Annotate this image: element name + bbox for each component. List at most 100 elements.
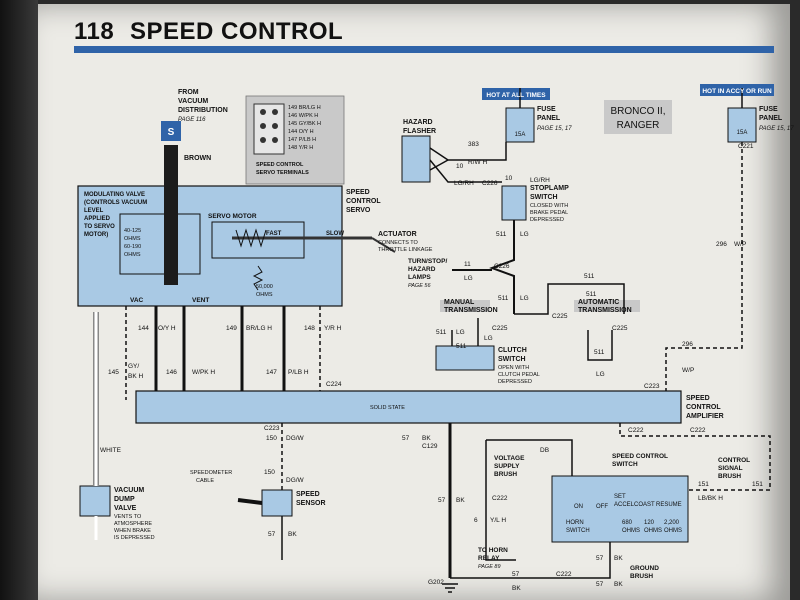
scsw-r2200: 2,200 — [664, 520, 680, 526]
inset-caption-1: SPEED CONTROL — [256, 162, 304, 168]
wire-wp-a: W/P — [734, 241, 746, 248]
ohms-a: 40-125 — [124, 228, 141, 234]
actuator-label-3: THROTTLE LINKAGE — [378, 247, 433, 253]
wire-lg-d: LG — [456, 329, 465, 336]
scsw-ohms3: OHMS — [664, 528, 682, 534]
sensor-l2: SENSOR — [296, 500, 326, 507]
mod-valve-6: MOTOR) — [84, 232, 108, 238]
scsw-coast: COAST — [634, 502, 655, 508]
mod-valve-2: (CONTROLS VACUUM — [84, 200, 147, 206]
r50k-unit: OHMS — [256, 292, 273, 298]
amplifier-l3: AMPLIFIER — [686, 413, 724, 420]
vacuum-vacuum: VACUUM — [178, 98, 208, 105]
fuse-right-l2: PANEL — [759, 115, 783, 122]
wire-bk-e: BK — [512, 585, 521, 592]
wire-144: 144 — [138, 325, 149, 332]
ohms-a-unit: OHMS — [124, 236, 141, 242]
wire-511e: 511 — [436, 329, 447, 336]
fuse-left-page: PAGE 15, 17 — [537, 126, 572, 132]
solid-state-label: SOLID STATE — [370, 405, 405, 411]
stoplamp-l3: CLOSED WITH — [530, 203, 568, 209]
stoplamp-l5: DEPRESSED — [530, 217, 564, 223]
mod-valve-4: APPLIED — [84, 216, 111, 222]
horn-relay-page: PAGE 89 — [478, 564, 501, 570]
fuse-left-l1: FUSE — [537, 106, 556, 113]
model-line-2: RANGER — [617, 120, 660, 131]
pin-147: 147 P/LB H — [288, 137, 316, 143]
turn-label-1: TURN/STOP/ — [408, 258, 447, 265]
wire-151b: 151 — [752, 481, 763, 488]
wire-yrh: Y/R H — [324, 325, 342, 332]
pin-145: 145 GY/BK H — [288, 121, 321, 127]
clutch-l3: OPEN WITH — [498, 365, 529, 371]
automatic-l2: TRANSMISSION — [578, 307, 632, 314]
labels: FROM VACUUM DISTRIBUTION PAGE 116 S BROW… — [84, 88, 794, 592]
white-hose-label: WHITE — [100, 447, 122, 454]
stoplamp-switch-box — [501, 185, 527, 221]
scsw-accel: ACCEL — [614, 502, 635, 508]
wire-bk-f: BK — [614, 581, 623, 588]
conn-c222c: C222 — [492, 495, 508, 502]
turn-page: PAGE 56 — [408, 283, 431, 289]
ohms-b-unit: OHMS — [124, 252, 141, 258]
dump-l2: DUMP — [114, 496, 135, 503]
wire-wpkh: W/PK H — [192, 369, 215, 376]
scsw-l2: SWITCH — [612, 461, 638, 468]
servo-label-3: SERVO — [346, 207, 371, 214]
scsw-ohms2: OHMS — [644, 528, 662, 534]
vacuum-from: FROM — [178, 89, 199, 96]
dump-l4: VENTS TO — [114, 514, 142, 520]
badge-hot-accy-run: HOT IN ACCY OR RUN — [702, 88, 772, 95]
fuse-left-box — [482, 88, 550, 143]
vbrush-l1: VOLTAGE — [494, 455, 525, 462]
vbrush-l2: SUPPLY — [494, 463, 520, 470]
actuator-label-2: CONNECTS TO — [378, 240, 419, 246]
scsw-resume: RESUME — [656, 502, 682, 508]
wire-511-auto: 511 — [594, 349, 605, 356]
servo-terminal-inset — [245, 95, 345, 185]
actuator-label-1: ACTUATOR — [378, 231, 417, 238]
wire-149: 149 — [226, 325, 237, 332]
clutch-l1: CLUTCH — [498, 347, 527, 354]
vacuum-port-label: S — [168, 127, 175, 138]
wire-511f: 511 — [456, 343, 467, 350]
badge-hot-all-times: HOT AT ALL TIMES — [486, 92, 546, 99]
page-number: 118 — [74, 18, 115, 45]
stoplamp-l2: SWITCH — [530, 194, 558, 201]
pin-148: 148 Y/R H — [288, 145, 313, 151]
sbrush-l2: SIGNAL — [718, 465, 743, 472]
fuse-right-page: PAGE 15, 17 — [759, 126, 794, 132]
servo-assembly — [77, 145, 396, 307]
mod-valve-5: TO SERVO — [84, 224, 115, 230]
cable-l1: SPEEDOMETER — [190, 470, 232, 476]
sensor-l1: SPEED — [296, 491, 320, 498]
conn-c226: C226 — [482, 180, 498, 187]
wire-bk-a: BK — [422, 435, 431, 442]
conn-g202: G202 — [428, 579, 444, 586]
scsw-horn2: SWITCH — [566, 528, 590, 534]
amplifier-box — [135, 390, 682, 424]
dump-l3: VALVE — [114, 505, 137, 512]
book-spine-shadow — [0, 0, 38, 600]
wire-plbh: P/LB H — [288, 369, 309, 376]
wire-lg-c: LG — [520, 295, 529, 302]
wire-10: 10 — [456, 163, 464, 170]
wire-150b: 150 — [264, 469, 275, 476]
wire-511c: 511 — [584, 273, 595, 280]
fuse-right-rating: 15A — [737, 130, 748, 136]
scsw-l1: SPEED CONTROL — [612, 453, 668, 460]
vacuum-page: PAGE 116 — [178, 117, 206, 123]
vent-label: VENT — [192, 297, 209, 304]
wire-brlgh: BR/LG H — [246, 325, 272, 332]
clutch-l4: CLUTCH PEDAL — [498, 372, 540, 378]
mod-valve-3: LEVEL — [84, 208, 104, 214]
hazard-flasher-box — [401, 135, 431, 183]
conn-c223b: C223 — [264, 425, 280, 432]
wire-11: 11 — [464, 261, 471, 268]
speed-sensor-box — [237, 489, 293, 517]
amplifier-l2: CONTROL — [686, 404, 721, 411]
turn-label-2: HAZARD — [408, 266, 436, 273]
stoplamp-l1: STOPLAMP — [530, 185, 569, 192]
wire-lgrh: LG/RH — [454, 180, 474, 187]
automatic-l1: AUTOMATIC — [578, 299, 619, 306]
